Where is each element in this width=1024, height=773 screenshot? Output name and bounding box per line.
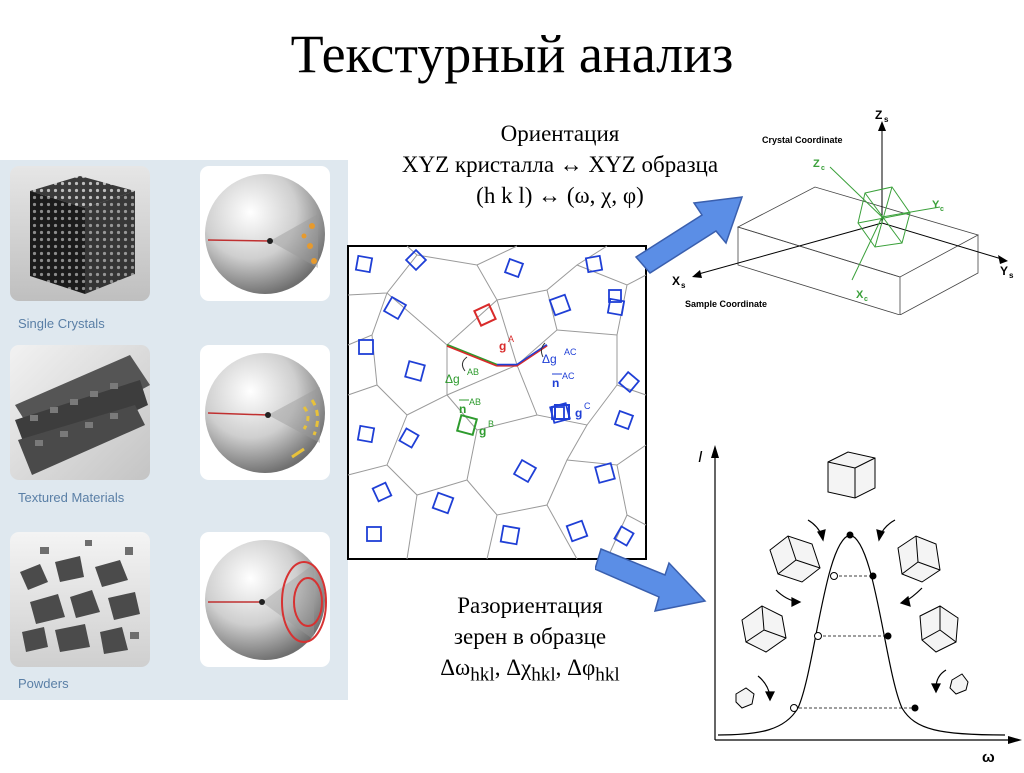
axis-zc-label: Z xyxy=(813,158,820,170)
y-axis-label: I xyxy=(698,449,703,466)
gB-label: g xyxy=(479,424,486,438)
powder-sphere xyxy=(200,532,330,667)
sample-coordinate-label: Sample Coordinate xyxy=(685,299,767,309)
delta-chi: Δχ xyxy=(506,655,532,680)
orientation-caption: Ориентация XYZ кристалла ↔ XYZ образца (… xyxy=(330,118,790,211)
material-categories-panel: Single Crystals Textured Materials xyxy=(0,160,348,700)
single-crystal-sphere xyxy=(200,166,330,301)
axis-yc-sub: c xyxy=(940,206,944,213)
axis-xc-sub: c xyxy=(864,296,868,303)
delta-g-ab-label: Δg xyxy=(445,372,460,386)
x-axis-label: ω xyxy=(982,749,995,766)
axis-ys-sub: s xyxy=(1009,271,1014,280)
delta-phi: Δφ xyxy=(567,655,596,680)
single-crystals-label: Single Crystals xyxy=(18,316,105,331)
textured-materials-label: Textured Materials xyxy=(18,490,125,505)
misorientation-formula: Δωhkl, Δχhkl, Δφhkl xyxy=(380,652,680,691)
misorientation-caption: Разориентация зерен в образце Δωhkl, Δχh… xyxy=(380,590,680,691)
delta-omega-sub: hkl xyxy=(470,664,495,686)
orientation-line1: Ориентация xyxy=(500,121,620,146)
delta-omega: Δω xyxy=(440,655,471,680)
textured-material-sphere xyxy=(200,345,330,480)
gC-label: g xyxy=(575,406,582,420)
gB-sup: B xyxy=(488,419,494,429)
grain-orientation-map: g A g B g C Δg AB Δg AC n AB n AC xyxy=(347,245,647,560)
powders-label: Powders xyxy=(18,676,69,691)
delta-chi-sub: hkl xyxy=(531,664,556,686)
gC-sup: C xyxy=(584,401,591,411)
axis-zc-sub: c xyxy=(821,165,825,172)
crystal-sample-coordinate-diagram: Crystal Coordinate Sample Coordinate Z s… xyxy=(670,105,1024,316)
axis-xs-label: X xyxy=(672,274,680,288)
delta-g-ab-sup: AB xyxy=(467,367,479,377)
single-crystal-photo xyxy=(10,166,150,301)
arrow-to-peak-plot xyxy=(594,535,710,615)
formula-sep-1: , xyxy=(494,655,507,680)
textured-material-photo xyxy=(10,345,150,480)
rocking-curve-diagram: I ω xyxy=(690,440,1024,768)
axis-yc-label: Y xyxy=(932,199,940,211)
axis-zs-label: Z xyxy=(875,108,882,122)
delta-g-ac-label: Δg xyxy=(542,352,557,366)
slide-title: Текстурный анализ xyxy=(290,24,734,84)
n-ac-sup: AC xyxy=(562,371,575,381)
delta-g-ac-sup: AC xyxy=(564,347,577,357)
misorientation-line2: зерен в образце xyxy=(453,624,607,649)
n-ac-label: n xyxy=(552,376,559,390)
axis-xc-label: X xyxy=(856,289,864,301)
misorientation-line1: Разориентация xyxy=(457,593,603,618)
gA-label: g xyxy=(499,339,506,353)
formula-sep-2: , xyxy=(555,655,568,680)
delta-phi-sub: hkl xyxy=(595,664,620,686)
gA-sup: A xyxy=(508,334,514,344)
orientation-line3: (h k l) ↔ (ω, χ, φ) xyxy=(476,183,644,208)
axis-zs-sub: s xyxy=(884,115,889,124)
crystal-coordinate-label: Crystal Coordinate xyxy=(762,135,843,145)
axis-ys-label: Y xyxy=(1000,264,1008,278)
n-ab-label: n xyxy=(459,402,466,416)
orientation-line2: XYZ кристалла ↔ XYZ образца xyxy=(401,152,719,177)
powder-photo xyxy=(10,532,150,667)
axis-xs-sub: s xyxy=(681,281,686,290)
n-ab-sup: AB xyxy=(469,397,481,407)
arrow-to-coordinates xyxy=(630,185,750,285)
